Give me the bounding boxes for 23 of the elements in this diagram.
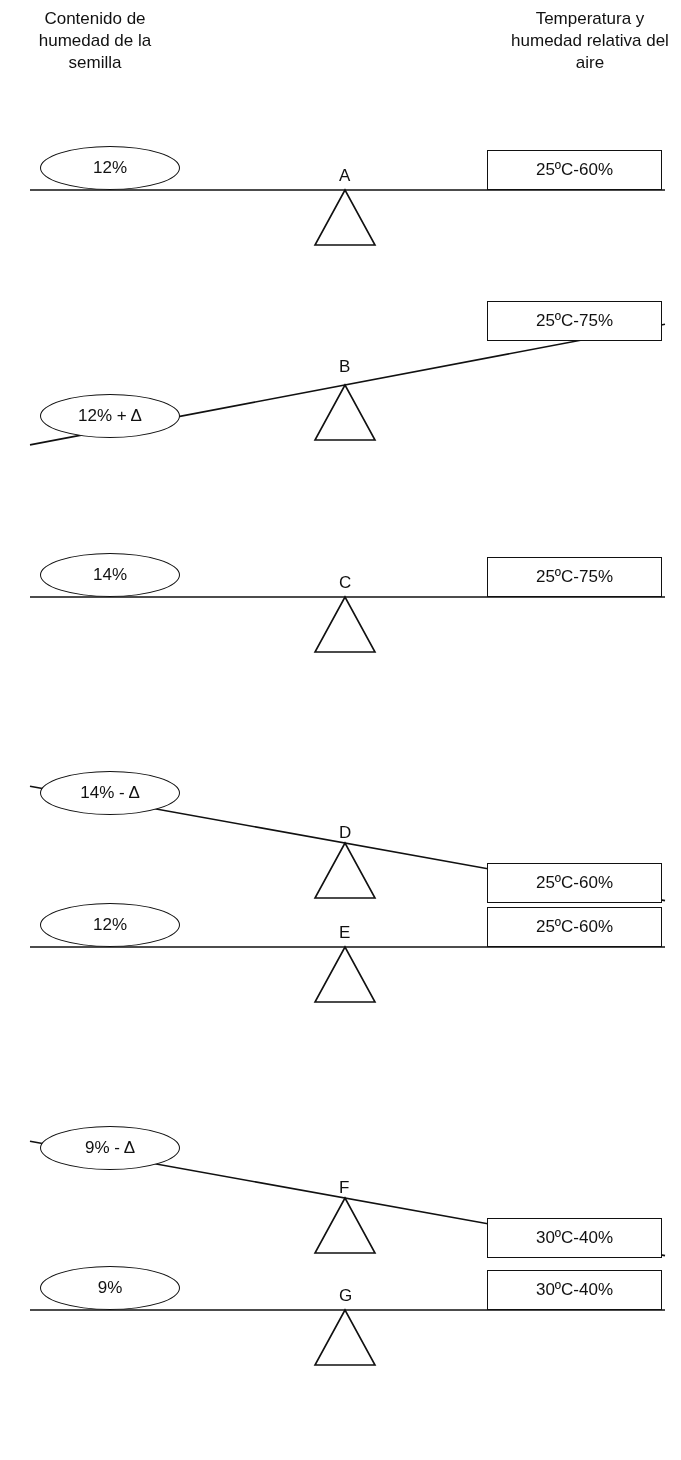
balance-letter: E: [339, 923, 351, 943]
column-heading: Temperatura y humedad relativa del aire: [510, 8, 670, 74]
seed-moisture-ellipse: 12%: [40, 903, 180, 947]
air-condition-box: 25ºC-60%: [487, 907, 662, 947]
seed-moisture-ellipse: 9%: [40, 1266, 180, 1310]
balance-letter: A: [339, 166, 351, 186]
air-condition-box: 25ºC-60%: [487, 150, 662, 190]
seed-moisture-ellipse: 12%: [40, 146, 180, 190]
air-condition-box: 30ºC-40%: [487, 1270, 662, 1310]
air-condition-box: 30ºC-40%: [487, 1218, 662, 1259]
balance-letter: B: [339, 357, 351, 377]
air-condition-box: 25ºC-60%: [487, 863, 662, 904]
seed-moisture-ellipse: 9% - Δ: [40, 1125, 180, 1170]
balance-letter: D: [339, 823, 352, 843]
air-condition-box: 25ºC-75%: [487, 557, 662, 597]
balance-letter: F: [339, 1178, 350, 1198]
balance-letter: C: [339, 573, 352, 593]
air-condition-box: 25ºC-75%: [487, 301, 662, 342]
seed-moisture-ellipse: 14% - Δ: [40, 770, 180, 815]
balance-letter: G: [339, 1286, 353, 1306]
seed-moisture-ellipse: 14%: [40, 553, 180, 597]
column-heading: Contenido de humedad de la semilla: [37, 8, 153, 74]
seed-moisture-ellipse: 12% + Δ: [40, 393, 180, 438]
